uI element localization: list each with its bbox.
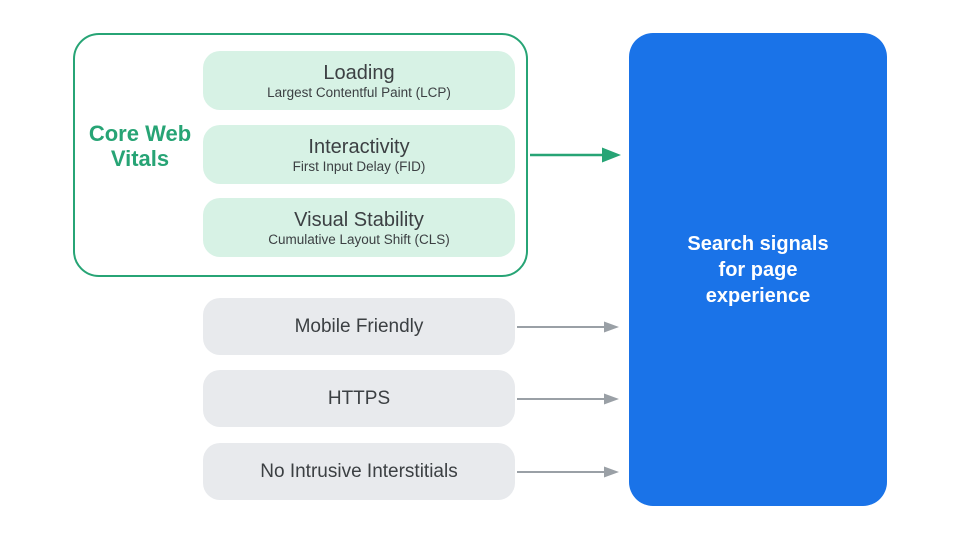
no-intrusive-interstitials-label: No Intrusive Interstitials [260,460,458,482]
visual-stability-pill: Visual Stability Cumulative Layout Shift… [203,198,515,257]
loading-pill: Loading Largest Contentful Paint (LCP) [203,51,515,110]
search-signals-box: Search signals for page experience [629,33,887,506]
https-pill: HTTPS [203,370,515,427]
no-intrusive-interstitials-pill: No Intrusive Interstitials [203,443,515,500]
https-arrow-icon [517,393,619,405]
loading-title: Loading [323,61,395,84]
mobile-friendly-arrow-icon [517,321,619,333]
visual-stability-subtitle: Cumulative Layout Shift (CLS) [268,231,450,247]
core-web-vitals-arrow-icon [530,147,621,163]
mobile-friendly-label: Mobile Friendly [294,315,424,337]
interactivity-pill: Interactivity First Input Delay (FID) [203,125,515,184]
core-web-vitals-label: Core Web Vitals [88,121,192,171]
mobile-friendly-pill: Mobile Friendly [203,298,515,355]
https-label: HTTPS [327,387,391,409]
search-signals-label: Search signals for page experience [687,232,829,307]
loading-subtitle: Largest Contentful Paint (LCP) [267,84,451,100]
interactivity-title: Interactivity [308,135,410,158]
visual-stability-title: Visual Stability [294,208,424,231]
interactivity-subtitle: First Input Delay (FID) [292,158,426,174]
no-intrusive-interstitials-arrow-icon [517,466,619,478]
